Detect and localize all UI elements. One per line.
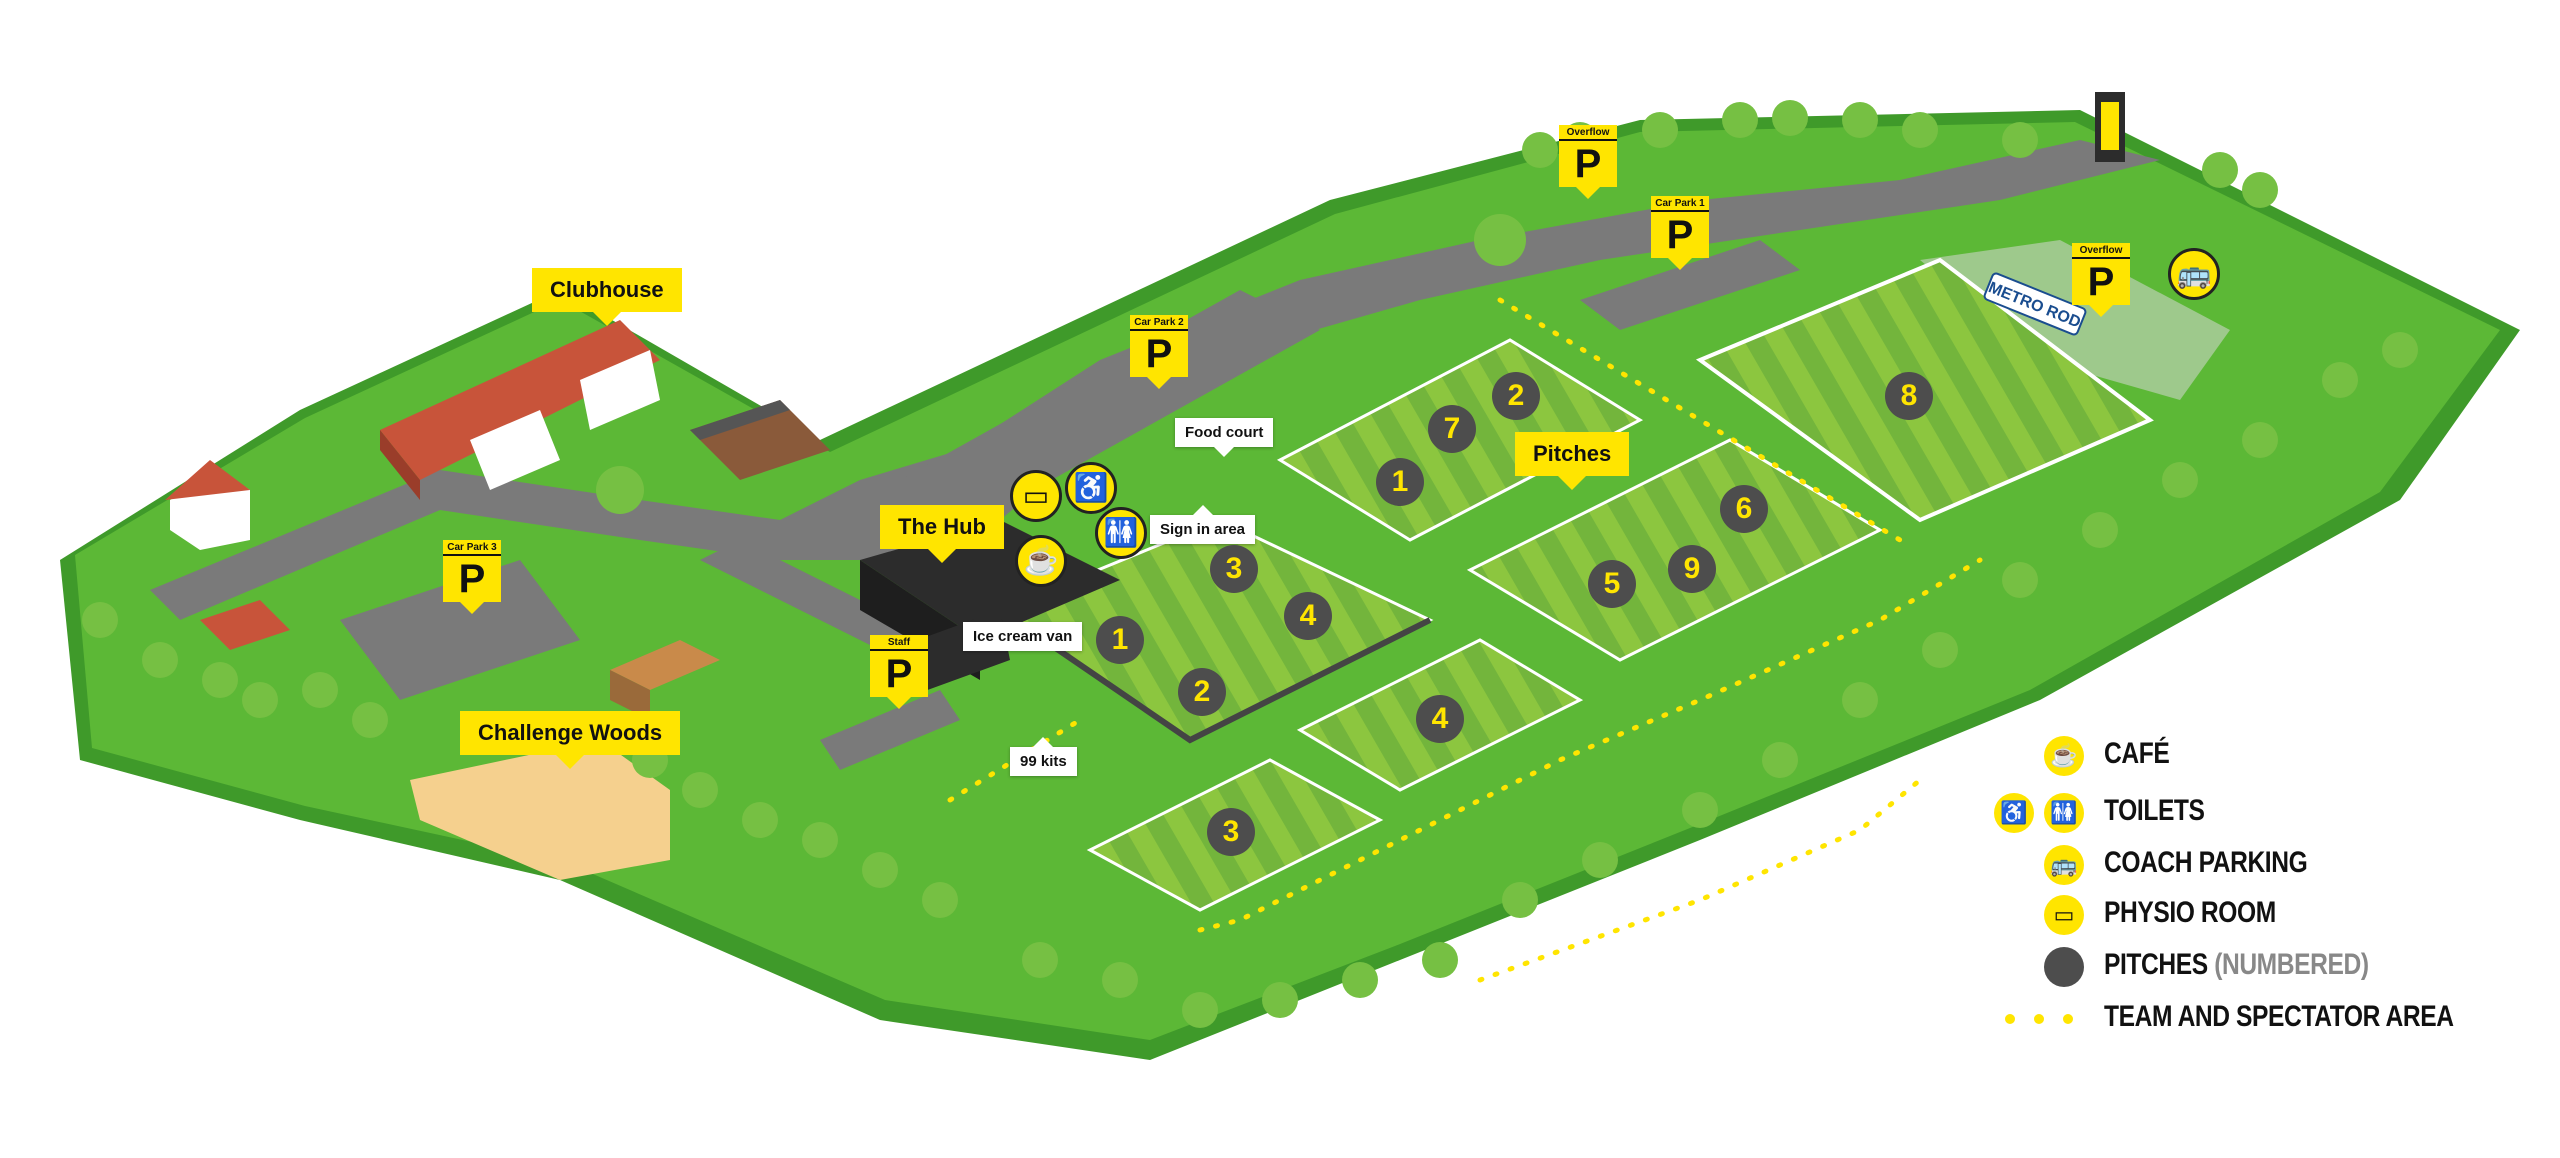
legend-label: PITCHES (NUMBERED) — [2104, 948, 2369, 982]
pitch-group-5-6-9 — [1466, 438, 1884, 662]
coach-parking-map-icon: 🚌 — [2168, 248, 2220, 300]
toilets-map-icon: 🚻 — [1095, 507, 1147, 559]
kits-label: 99 kits — [1010, 737, 1077, 776]
parking-marker-car-park-2: Car Park 2 P — [1130, 315, 1188, 389]
road-to-hub — [700, 540, 940, 660]
accessible-toilet-icon: ♿ — [1994, 793, 2034, 833]
challenge-woods-sand — [410, 740, 670, 880]
parking-title: Staff — [870, 635, 928, 651]
storage-building — [690, 400, 830, 480]
parking-title: Car Park 1 — [1651, 196, 1709, 212]
staff-car-park-area — [820, 690, 960, 770]
cafe-map-icon: ☕ — [1015, 535, 1067, 587]
parking-letter: P — [1574, 142, 1602, 186]
barn-building — [200, 600, 290, 650]
ice-cream-van-label: Ice cream van — [963, 622, 1083, 651]
the-hub-label: The Hub — [880, 505, 1004, 563]
pitches-label: Pitches — [1515, 432, 1630, 490]
parking-marker-staff: Staff P — [870, 635, 928, 709]
legend-label: TOILETS — [2104, 794, 2205, 827]
legend-label: CAFÉ — [2104, 737, 2170, 770]
pitch-number: 1 — [1376, 458, 1424, 506]
challenge-woods-label: Challenge Woods — [460, 711, 681, 769]
parking-marker-car-park-3: Car Park 3 P — [443, 540, 501, 614]
spectator-area-boundary — [947, 297, 1983, 983]
legend-pitches-label: PITCHES — [2104, 948, 2208, 981]
toilet-icon: 🚻 — [2044, 793, 2084, 833]
parking-marker-car-park-1: Car Park 1 P — [1651, 196, 1709, 270]
car-park-area-2 — [900, 290, 1320, 520]
pitch-number: 8 — [1885, 372, 1933, 420]
parking-title: Overflow — [2072, 243, 2130, 259]
pitch-number: 3 — [1207, 808, 1255, 856]
entrance-sign-panel — [2101, 102, 2119, 150]
food-court-label: Food court — [1175, 418, 1274, 457]
pitch-number: 2 — [1492, 372, 1540, 420]
pitch-number: 1 — [1096, 616, 1144, 664]
trees — [82, 100, 2418, 1028]
parking-letter: P — [1666, 213, 1694, 257]
pitch-number: 2 — [1178, 668, 1226, 716]
parking-letter: P — [885, 652, 913, 696]
pitch-number: 7 — [1428, 405, 1476, 453]
parking-title: Car Park 3 — [443, 540, 501, 556]
parking-letter: P — [458, 557, 486, 601]
pitch-number: 6 — [1720, 485, 1768, 533]
parking-letter: P — [2087, 260, 2115, 304]
parking-marker-overflow-north: Overflow P — [1559, 125, 1617, 199]
woods-cabin — [610, 640, 720, 720]
parking-title: Car Park 2 — [1130, 315, 1188, 331]
pitch-number: 4 — [1416, 695, 1464, 743]
parking-letter: P — [1145, 332, 1173, 376]
accessible-toilet-map-icon: ♿ — [1065, 462, 1117, 514]
legend-label: TEAM AND SPECTATOR AREA — [2104, 1000, 2454, 1033]
yellow-dots-icon — [2000, 1014, 2080, 1024]
legend-label: COACH PARKING — [2104, 846, 2308, 879]
physio-bed-icon: ▭ — [2044, 895, 2084, 935]
pitch-number: 3 — [1210, 545, 1258, 593]
clubhouse-building — [380, 320, 660, 500]
legend-label: PHYSIO ROOM — [2104, 896, 2276, 929]
pitch-number: 9 — [1668, 545, 1716, 593]
bus-icon: 🚌 — [2044, 845, 2084, 885]
parking-title: Overflow — [1559, 125, 1617, 141]
car-park-area-3 — [340, 560, 580, 700]
pitch-number: 4 — [1284, 592, 1332, 640]
sign-in-area-label: Sign in area — [1150, 505, 1256, 544]
pitch-number: 5 — [1588, 560, 1636, 608]
pitch-circle-icon — [2044, 947, 2084, 987]
clubhouse-label: Clubhouse — [532, 268, 682, 326]
farm-house — [165, 460, 250, 550]
physio-room-map-icon: ▭ — [1010, 470, 1062, 522]
parking-marker-overflow-east: Overflow P — [2072, 243, 2130, 317]
car-park-area-1 — [1580, 240, 1800, 330]
coffee-cup-icon: ☕ — [2044, 736, 2084, 776]
legend-pitches-sub: (NUMBERED) — [2214, 948, 2369, 981]
